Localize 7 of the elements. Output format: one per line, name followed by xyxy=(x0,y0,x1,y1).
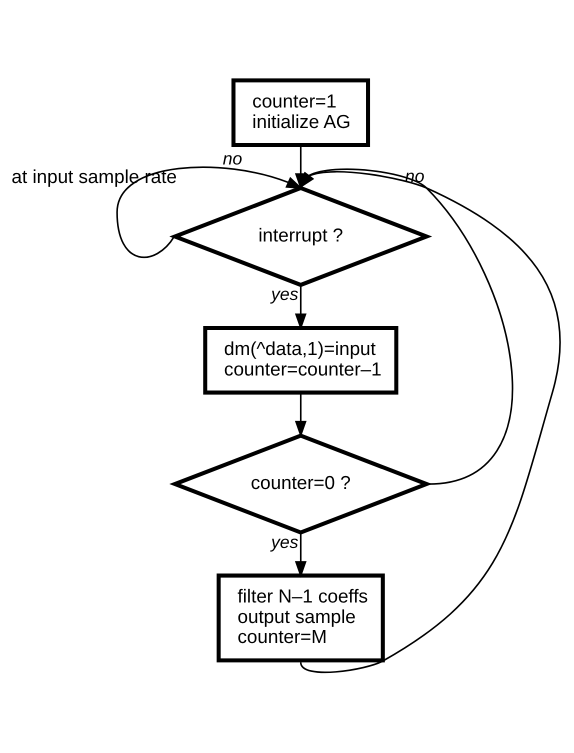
node-diamond: interrupt ? xyxy=(169,186,432,288)
edge-label: no xyxy=(222,148,242,168)
arrow xyxy=(294,532,307,578)
node-box: dm(^data,1)=input counter=counter–1 xyxy=(203,326,398,395)
node-box: filter N–1 coeffs output sample counter=M xyxy=(216,574,385,662)
node-box: counter=1 initialize AG xyxy=(231,78,370,147)
node-label: at input sample rate xyxy=(12,166,177,187)
